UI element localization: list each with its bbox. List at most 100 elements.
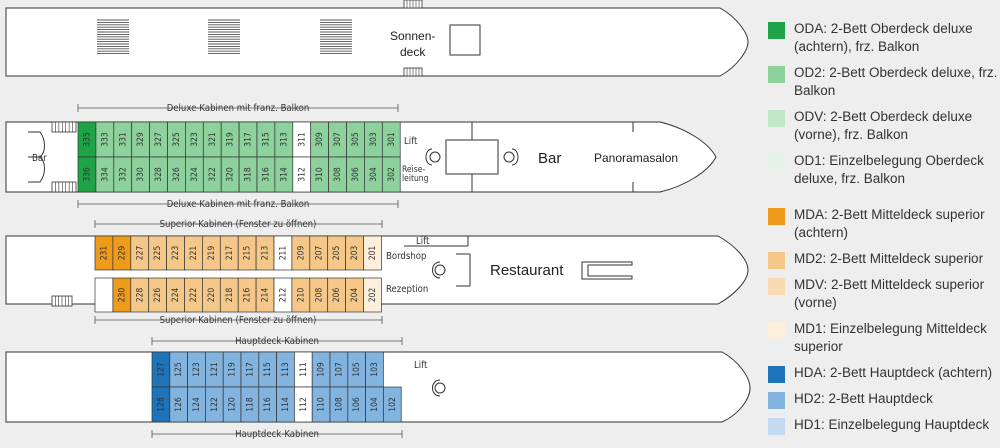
cabin-number: 118: [245, 397, 255, 412]
stool-icon: [432, 261, 446, 279]
bar-counter: [445, 139, 499, 175]
cabin-number: 302: [387, 167, 397, 182]
legend-text: OD1: Einzelbelegung Oberdeck deluxe, frz…: [794, 153, 984, 186]
cabin-number: 103: [370, 362, 380, 377]
cabin-number: 117: [245, 362, 255, 377]
cabin-number: 327: [154, 132, 164, 147]
cabin-number: 324: [190, 167, 200, 182]
legend-swatch: [768, 366, 785, 383]
legend-text: HDA: 2-Bett Hauptdeck (achtern): [794, 365, 993, 380]
cabin-number: 207: [314, 246, 324, 261]
stairs-icon: [403, 67, 423, 77]
sun-lounger-group-2: [208, 19, 240, 55]
cabin-number: 203: [350, 246, 360, 261]
upper-deck-label-top: Deluxe-Kabinen mit franz. Balkon: [167, 103, 310, 114]
cabin-number: 113: [281, 362, 291, 377]
cabin-number: 303: [369, 132, 379, 147]
cabin-number: 106: [352, 397, 362, 412]
legend-swatch: [768, 22, 785, 39]
legend-swatch: [768, 278, 785, 295]
cabin-number: 320: [226, 167, 236, 182]
cabin-number: 227: [135, 246, 145, 261]
aft-stair: [28, 131, 45, 183]
legend-swatch: [768, 110, 785, 127]
cabin-number: 209: [296, 246, 306, 261]
stairs-icon: [51, 181, 77, 193]
lift-label: Lift: [416, 236, 430, 247]
cabin-number: 109: [317, 362, 327, 377]
legend-item-mda: MDA: 2-Bett Mitteldeck superior (achtern…: [768, 206, 1000, 242]
cabin-number: 311: [297, 132, 307, 147]
cabin-number: 316: [261, 167, 271, 182]
cabin-number: 313: [279, 132, 289, 147]
legend-text: MD1: Einzelbelegung Mitteldeck superior: [794, 321, 987, 354]
legend-text: MDV: 2-Bett Mitteldeck superior (vorne): [794, 277, 985, 310]
cabin-number: 223: [171, 246, 181, 261]
legend-swatch: [768, 418, 785, 435]
cabin-number: 333: [100, 132, 110, 147]
cabin-number: 121: [210, 362, 220, 377]
sun-deck-label-line2: deck: [400, 45, 426, 59]
cabin-number: 202: [368, 288, 378, 303]
legend-text: HD1: Einzelbelegung Hauptdeck: [794, 417, 990, 432]
restaurant-label: Restaurant: [490, 262, 564, 279]
bar-label: Bar: [538, 150, 561, 167]
cabin-number: 314: [279, 167, 289, 182]
cabin-number: 221: [189, 246, 199, 261]
middle-deck-label-top: Superior-Kabinen (Fenster zu öffnen): [160, 219, 317, 230]
reiseleitung-label-line2: leitung: [402, 174, 429, 184]
cabin-number: 226: [153, 288, 163, 303]
cabin-201: [363, 235, 382, 271]
stool-icon: [425, 148, 519, 166]
cabin-number: 204: [350, 288, 360, 303]
legend-swatch: [768, 322, 785, 339]
cabin-number: 213: [261, 246, 271, 261]
cabin-number: 319: [226, 132, 236, 147]
sun-deck-hull: [5, 7, 749, 77]
cabin-number: 119: [228, 362, 238, 377]
cabin-number: 334: [100, 167, 110, 182]
cabin-number: 208: [314, 288, 324, 303]
cabin-number: 225: [153, 246, 163, 261]
legend-swatch: [768, 392, 785, 409]
cabin-number: 115: [263, 362, 273, 377]
cabin-number: 318: [244, 167, 254, 182]
legend-item-hd1: HD1: Einzelbelegung Hauptdeck: [768, 416, 1000, 435]
cabin-number: 229: [117, 246, 127, 261]
legend: ODA: 2-Bett Oberdeck deluxe (achtern), f…: [768, 20, 1000, 442]
legend-swatch: [768, 66, 785, 83]
reiseleitung-label-line1: Reise-: [402, 165, 425, 175]
cabin-number: 231: [99, 246, 109, 261]
legend-item-md1: MD1: Einzelbelegung Mitteldeck superior: [768, 320, 1000, 356]
cabin-number: 306: [351, 167, 361, 182]
cabin-number: 215: [243, 246, 253, 261]
upper-deck: Bar Deluxe-Kabinen mit franz. Balkon 335…: [5, 103, 717, 210]
cabin-number: 111: [299, 362, 309, 377]
cabin-number: 112: [299, 397, 309, 412]
cabin-number: 123: [192, 362, 202, 377]
legend-item-od1: OD1: Einzelbelegung Oberdeck deluxe, frz…: [768, 152, 1000, 188]
sun-deck: Sonnen- deck: [5, 0, 749, 77]
bar-aft-label: Bar: [32, 153, 47, 164]
sun-lounger-group-1: [97, 19, 129, 55]
cabin-number: 336: [82, 167, 92, 182]
cabin-number: 216: [243, 288, 253, 303]
cabin-number: 310: [315, 167, 325, 182]
cabin-number: 325: [172, 132, 182, 147]
cabin-number: 127: [156, 362, 166, 377]
cabin-202: [363, 277, 382, 313]
cabin-number: 201: [368, 246, 378, 261]
cabin-number: 317: [244, 132, 254, 147]
legend-swatch: [768, 252, 785, 269]
cabin-number: 211: [278, 246, 288, 261]
cabin-number: 323: [190, 132, 200, 147]
upper-deck-label-bottom: Deluxe-Kabinen mit franz. Balkon: [167, 199, 310, 210]
cabin-number: 329: [136, 132, 146, 147]
cabin-empty: [94, 277, 114, 313]
legend-item-od2: OD2: 2-Bett Oberdeck deluxe, frz. Balkon: [768, 64, 1000, 100]
cabin-number: 120: [228, 397, 238, 412]
legend-text: MD2: 2-Bett Mitteldeck superior: [794, 251, 984, 266]
